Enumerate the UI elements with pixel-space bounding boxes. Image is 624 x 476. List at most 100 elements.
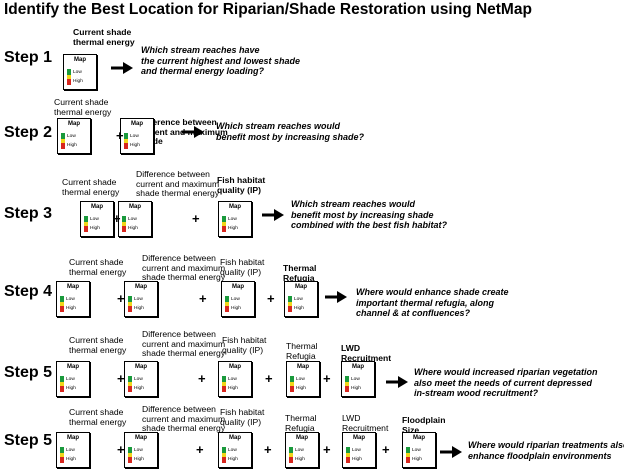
legend-low-label: Low [228,377,237,382]
legend-mid-swatch [84,222,88,226]
map-label-line: Refugia [285,422,315,433]
map-label-line: quality (IP) [217,184,261,195]
legend-mid-swatch [60,382,64,386]
map-label-line: Fish habitat [222,335,267,345]
map-label-line: Difference between [138,117,217,127]
map-label-line: current and maximum [142,413,226,424]
legend-high: High [84,225,100,232]
legend-high-swatch [222,385,226,392]
legend-high: High [222,456,238,463]
map-title: Map [413,435,425,441]
legend-high-label: High [294,306,304,311]
legend-high-swatch [406,456,410,463]
legend-low-swatch [128,376,132,383]
legend-high: High [122,225,138,232]
arrow-right-icon [386,376,408,388]
plus-sign: + [267,291,275,306]
map-title: Map [135,364,147,370]
legend-high: High [346,456,362,463]
map-label-line: Fish habitat [220,257,265,267]
legend-low: Low [225,296,240,303]
map-label-line: Current shade [69,257,124,267]
legend-low-swatch [61,133,65,140]
legend-low-swatch [84,216,88,223]
plus-sign: + [382,442,390,457]
legend-low: Low [60,447,75,454]
legend-high-label: High [66,386,76,391]
map-title: Map [229,435,241,441]
legend-low-label: Low [134,297,143,302]
map-label-line: LWD [341,343,361,353]
legend-high-swatch [222,456,226,463]
map-label-line: Refugia [286,350,316,361]
legend-high: High [128,456,144,463]
map-title: Map [229,364,241,370]
legend-high: High [60,456,76,463]
legend-high-label: High [295,457,305,462]
legend-high-swatch [128,305,132,312]
legend-mid-swatch [67,75,71,79]
map-label-line: Difference between [142,404,216,414]
arrow-right-icon [325,291,347,303]
legend-low: Low [61,133,76,140]
legend-low: Low [406,447,421,454]
map-title: Map [68,121,80,127]
legend-high-swatch [346,456,350,463]
map-label-line: quality (IP) [222,344,264,355]
legend-high-swatch [122,225,126,232]
legend-high-label: High [90,226,100,231]
legend-high: High [61,142,77,149]
map-title: Map [352,364,364,370]
step-label: Step 5 [4,432,53,449]
map-label-line: current and maximum [136,178,220,189]
map-label-line: Difference between [136,169,210,179]
map-title: Map [296,435,308,441]
map-label-line: quality (IP) [220,416,262,427]
plus-sign: + [198,371,206,386]
step-label: Step 1 [4,49,53,66]
plus-sign: + [323,442,331,457]
map-label-line: Refugia [283,272,315,283]
arrow-right-icon [262,209,284,221]
legend-low: Low [290,376,305,383]
map-title: Map [229,204,241,210]
legend-low: Low [67,69,82,76]
legend-low-label: Low [90,217,99,222]
map-label-line: Floodplain [402,415,446,425]
map-label-line: LWD [342,413,361,423]
map-title: Map [91,204,103,210]
legend-low-swatch [124,133,128,140]
legend-high: High [288,305,304,312]
legend-low-label: Low [66,448,75,453]
legend-low-swatch [128,447,132,454]
step-question-line: combined with the best fish habitat? [291,220,448,230]
map-label-line: Current shade [54,97,109,107]
legend-high-swatch [84,225,88,232]
legend-low-swatch [60,376,64,383]
map-label-line: Difference between [142,253,216,263]
legend-low: Low [60,376,75,383]
legend-low: Low [128,296,143,303]
legend-low-swatch [60,296,64,303]
legend-low-swatch [406,447,410,454]
legend-low-swatch [67,69,71,76]
legend-high-label: High [228,226,238,231]
map-label-line: thermal energy [69,266,127,277]
legend-mid-swatch [222,222,226,226]
legend-low-swatch [346,447,350,454]
legend-high: High [406,456,422,463]
